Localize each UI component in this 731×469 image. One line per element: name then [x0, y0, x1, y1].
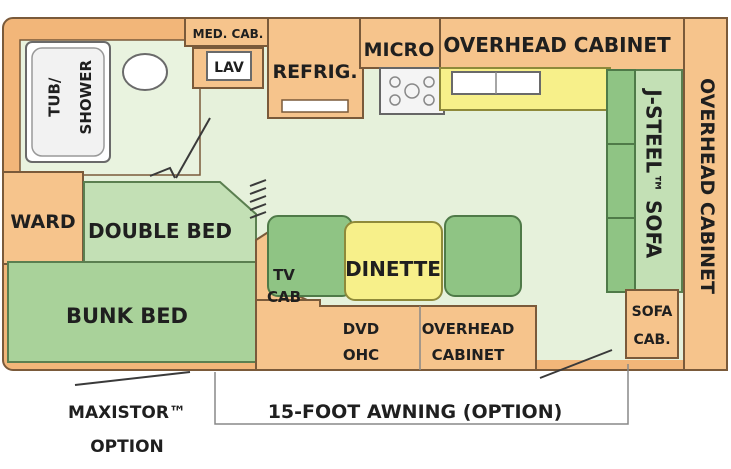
burner — [423, 94, 435, 106]
burner — [404, 83, 420, 99]
toilet — [122, 53, 168, 91]
dinette-table — [344, 221, 443, 301]
overhead-cabinet-right — [683, 17, 728, 371]
label-double-bed: DOUBLE BED — [88, 219, 232, 243]
label-micro: MICRO — [364, 39, 435, 61]
label-overhead-cabinet-right: OVERHEAD CABINET — [696, 78, 718, 294]
label-med-cab: MED. CAB. — [193, 27, 264, 41]
label-tub-shower-2: SHOWER — [77, 60, 95, 135]
label-ward: WARD — [10, 211, 75, 233]
label-dinette: DINETTE — [345, 257, 441, 281]
sofa-cushion — [606, 143, 636, 219]
bathroom-door — [175, 117, 211, 179]
label-lav: LAV — [214, 60, 244, 76]
label-overhead-cabinet-bottom-1: OVERHEAD — [422, 320, 515, 338]
label-overhead-cabinet-top: OVERHEAD CABINET — [443, 33, 671, 57]
overhead-cabinet-top — [439, 17, 686, 71]
label-tv-cab-1: TV — [273, 266, 295, 284]
med-cab — [184, 17, 271, 47]
range — [379, 67, 445, 115]
dinette-seat-left — [267, 215, 353, 297]
sofa-cab — [625, 289, 679, 359]
label-refrig: REFRIG. — [272, 61, 357, 83]
label-maxistor-2: OPTION — [90, 437, 164, 457]
label-awning: 15-FOOT AWNING (OPTION) — [268, 401, 563, 423]
bed-edge — [149, 166, 176, 179]
maxistor-pointer — [74, 371, 191, 386]
bunk-bed — [7, 261, 257, 363]
spring-ladder — [249, 179, 267, 219]
dvd-ohc-cabinet — [255, 299, 537, 371]
sofa-cushion — [606, 217, 636, 293]
label-sofa-cab-1: SOFA — [632, 304, 673, 320]
sofa-cushion — [606, 69, 636, 145]
burner — [423, 76, 435, 88]
label-maxistor-1: MAXISTOR™ — [68, 403, 186, 423]
label-sofa-cab-2: CAB. — [633, 332, 670, 348]
label-dvd-ohc-1: DVD — [343, 320, 380, 338]
double-bed — [83, 181, 257, 263]
label-tub-shower-1: TUB/ — [45, 77, 63, 117]
burner — [389, 76, 401, 88]
label-tv-cab-2: CAB — [267, 288, 301, 306]
lav-sink — [206, 51, 252, 81]
burner — [389, 94, 401, 106]
dinette-seat-right — [444, 215, 522, 297]
awning-bracket — [214, 364, 629, 425]
entry-door — [539, 349, 613, 379]
label-overhead-cabinet-bottom-2: CABINET — [432, 346, 505, 364]
label-bunk-bed: BUNK BED — [66, 304, 188, 328]
label-jsteel-sofa: J-STEEL™ SOFA — [641, 87, 665, 259]
tub-shower-basin — [31, 47, 105, 157]
label-dvd-ohc-2: OHC — [343, 346, 379, 364]
refrigerator-door — [281, 99, 349, 113]
